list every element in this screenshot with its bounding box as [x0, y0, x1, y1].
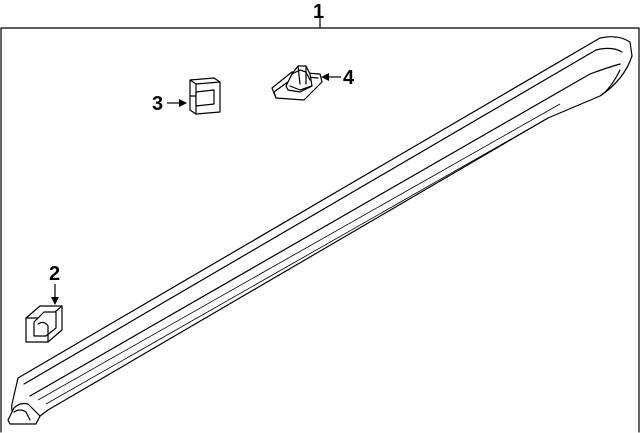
retainer-part-4: 4 — [271, 65, 355, 101]
clip-part-2: 2 — [25, 263, 63, 343]
callout-4-label: 4 — [343, 67, 355, 89]
rocker-molding-part — [7, 36, 633, 425]
callout-2-label: 2 — [49, 263, 60, 285]
callout-3-label: 3 — [152, 93, 163, 115]
pad-part-3: 3 — [152, 77, 221, 115]
callout-1-label: 1 — [313, 1, 324, 23]
